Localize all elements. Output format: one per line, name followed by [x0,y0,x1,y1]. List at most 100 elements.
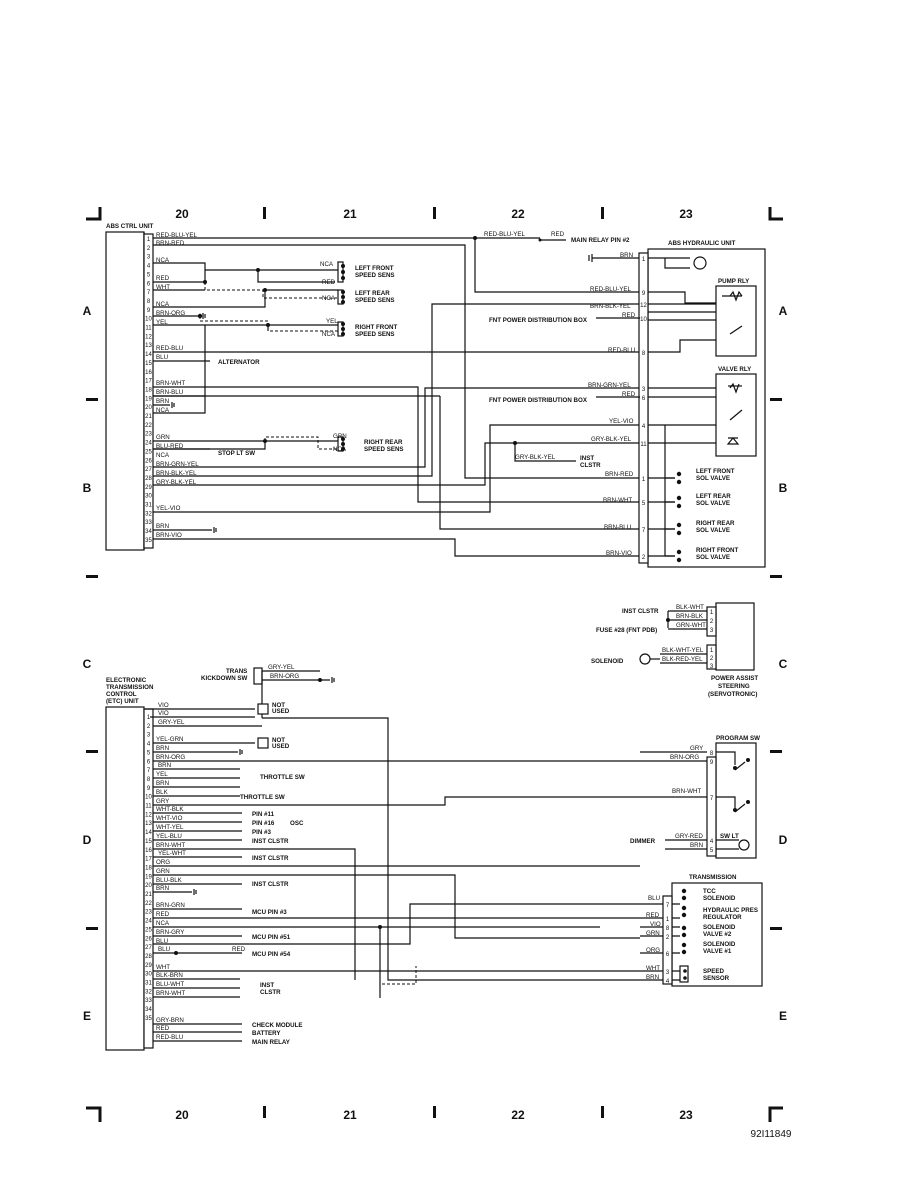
pin-number: 6 [147,759,151,765]
svg-text:VALVE #2: VALVE #2 [703,931,732,938]
svg-text:NCA: NCA [156,920,170,927]
svg-text:MCU PIN #54: MCU PIN #54 [252,951,291,958]
grid-col-bottom: 20 [175,1108,189,1122]
pin-number: 12 [640,303,647,309]
pin-number: 31 [145,981,152,987]
svg-text:BRN-WHT: BRN-WHT [156,990,185,997]
pin-number: 8 [710,751,714,757]
svg-text:RIGHT FRONT: RIGHT FRONT [696,547,738,554]
abs-wires: RED-BLU-YEL RED MAIN RELAY PIN #2 NCA RE… [153,231,640,557]
grid-row-left: B [83,481,92,495]
pin-number: 24 [145,919,152,925]
svg-text:GRN: GRN [156,868,170,875]
svg-text:GRY-BRN: GRY-BRN [156,1017,184,1024]
pin-number: 11 [640,442,647,448]
svg-text:DIMMER: DIMMER [630,838,656,845]
pin-number: 20 [145,405,152,411]
svg-text:BRN-GRY: BRN-GRY [156,929,184,936]
pin-number: 2 [147,724,151,730]
svg-text:BLK-WHT-YEL: BLK-WHT-YEL [662,647,704,654]
svg-text:CHECK MODULE: CHECK MODULE [252,1022,303,1029]
pin-number: 8 [147,299,151,305]
svg-text:WHT-VIO: WHT-VIO [156,815,183,822]
pin-number: 30 [145,494,152,500]
svg-text:REGULATOR: REGULATOR [703,914,742,921]
hydraulic-connector [638,252,649,564]
etc-wires: NOT USED NOT USED THROTTLE SW THROTTLE S… [145,702,640,1046]
pin-number: 23 [145,432,152,438]
stop-lt-sw-label: STOP LT SW [218,450,255,457]
svg-text:BRN-WHT: BRN-WHT [156,842,185,849]
grid-row-right: D [779,833,788,847]
abs-wire-labels: RED-BLU-YEL BRN-RED NCA RED WHT NCA BRN-… [156,232,199,539]
svg-text:RED: RED [232,946,246,953]
svg-text:BLK-RED-YEL: BLK-RED-YEL [662,656,703,663]
pin-number: 14 [145,352,152,358]
svg-text:MAIN RELAY: MAIN RELAY [252,1039,291,1046]
etc-wire-labels: VIO VIO GRY-YEL YEL-GRN BRN BRN-ORG BRN … [156,702,246,1041]
wire-label: NCA [156,452,170,459]
pin-number: 1 [642,477,646,483]
program-switch: PROGRAM SW GRY BRN-ORG BRN-WHT DIMMER GR… [630,735,760,859]
grid-col-top: 20 [175,207,189,221]
svg-text:BRN-ORG: BRN-ORG [670,754,699,761]
grid-row-right: C [779,657,788,671]
svg-text:PUMP RLY: PUMP RLY [718,278,750,285]
svg-text:BRN-ORG: BRN-ORG [156,754,185,761]
svg-text:BLU: BLU [158,946,170,953]
svg-text:FNT POWER DISTRIBUTION BOX: FNT POWER DISTRIBUTION BOX [489,397,588,404]
svg-text:SOL VALVE: SOL VALVE [696,554,730,561]
svg-text:BLU-WHT: BLU-WHT [156,981,184,988]
wire-label: NCA [333,446,347,453]
svg-text:BRN-WHT: BRN-WHT [603,497,632,504]
pin-number: 25 [145,449,152,455]
sensor-label: SPEED SENS [364,446,404,453]
abs-hydraulic-title: ABS HYDRAULIC UNIT [668,240,736,247]
svg-text:RED-BLU: RED-BLU [156,1034,183,1041]
pin-number: 11 [145,326,152,332]
svg-text:INST CLSTR: INST CLSTR [622,608,659,615]
pin-number: 32 [145,511,152,517]
wire-label: GRN [156,434,170,441]
svg-text:RED: RED [156,1025,170,1032]
etc-unit [105,706,145,1051]
wire-label: NCA [322,331,336,338]
svg-text:RED: RED [646,912,660,919]
pin-number: 21 [145,414,152,420]
pin-number: 3 [710,664,714,670]
svg-text:MCU PIN #51: MCU PIN #51 [252,934,291,941]
wire-label: BLU-RED [156,443,184,450]
pin-number: 35 [145,1016,152,1022]
pin-number: 10 [640,317,647,323]
pin-number: 28 [145,476,152,482]
svg-text:INST: INST [260,982,274,989]
svg-text:BLK-BRN: BLK-BRN [156,972,183,979]
svg-text:LEFT REAR: LEFT REAR [696,493,731,500]
svg-text:RED: RED [156,911,170,918]
pin-number: 13 [145,821,152,827]
main-relay-label: MAIN RELAY PIN #2 [571,237,630,244]
etc-unit-labels: ELECTRONIC TRANSMISSION CONTROL (ETC) UN… [106,677,154,705]
svg-text:RIGHT REAR: RIGHT REAR [696,520,735,527]
svg-text:PIN #16: PIN #16 [252,820,275,827]
svg-text:MCU PIN #3: MCU PIN #3 [252,909,287,916]
svg-text:WHT-YEL: WHT-YEL [156,824,184,831]
svg-text:GRY-YEL: GRY-YEL [158,719,185,726]
svg-text:GRN: GRN [646,930,660,937]
pin-number: 12 [145,334,152,340]
pin-number: 9 [147,786,151,792]
svg-text:ORG: ORG [646,947,660,954]
wire-label: BRN-VIO [156,532,182,539]
svg-text:LEFT FRONT: LEFT FRONT [696,468,735,475]
pin-number: 26 [145,936,152,942]
svg-text:TCC: TCC [703,888,716,895]
pin-number: 9 [642,291,646,297]
pin-number: 30 [145,972,152,978]
svg-text:SPEED: SPEED [703,968,725,975]
svg-text:WHT: WHT [646,965,660,972]
svg-text:ELECTRONIC: ELECTRONIC [106,677,147,684]
pin-number: 17 [145,379,152,385]
pin-number: 8 [642,351,646,357]
